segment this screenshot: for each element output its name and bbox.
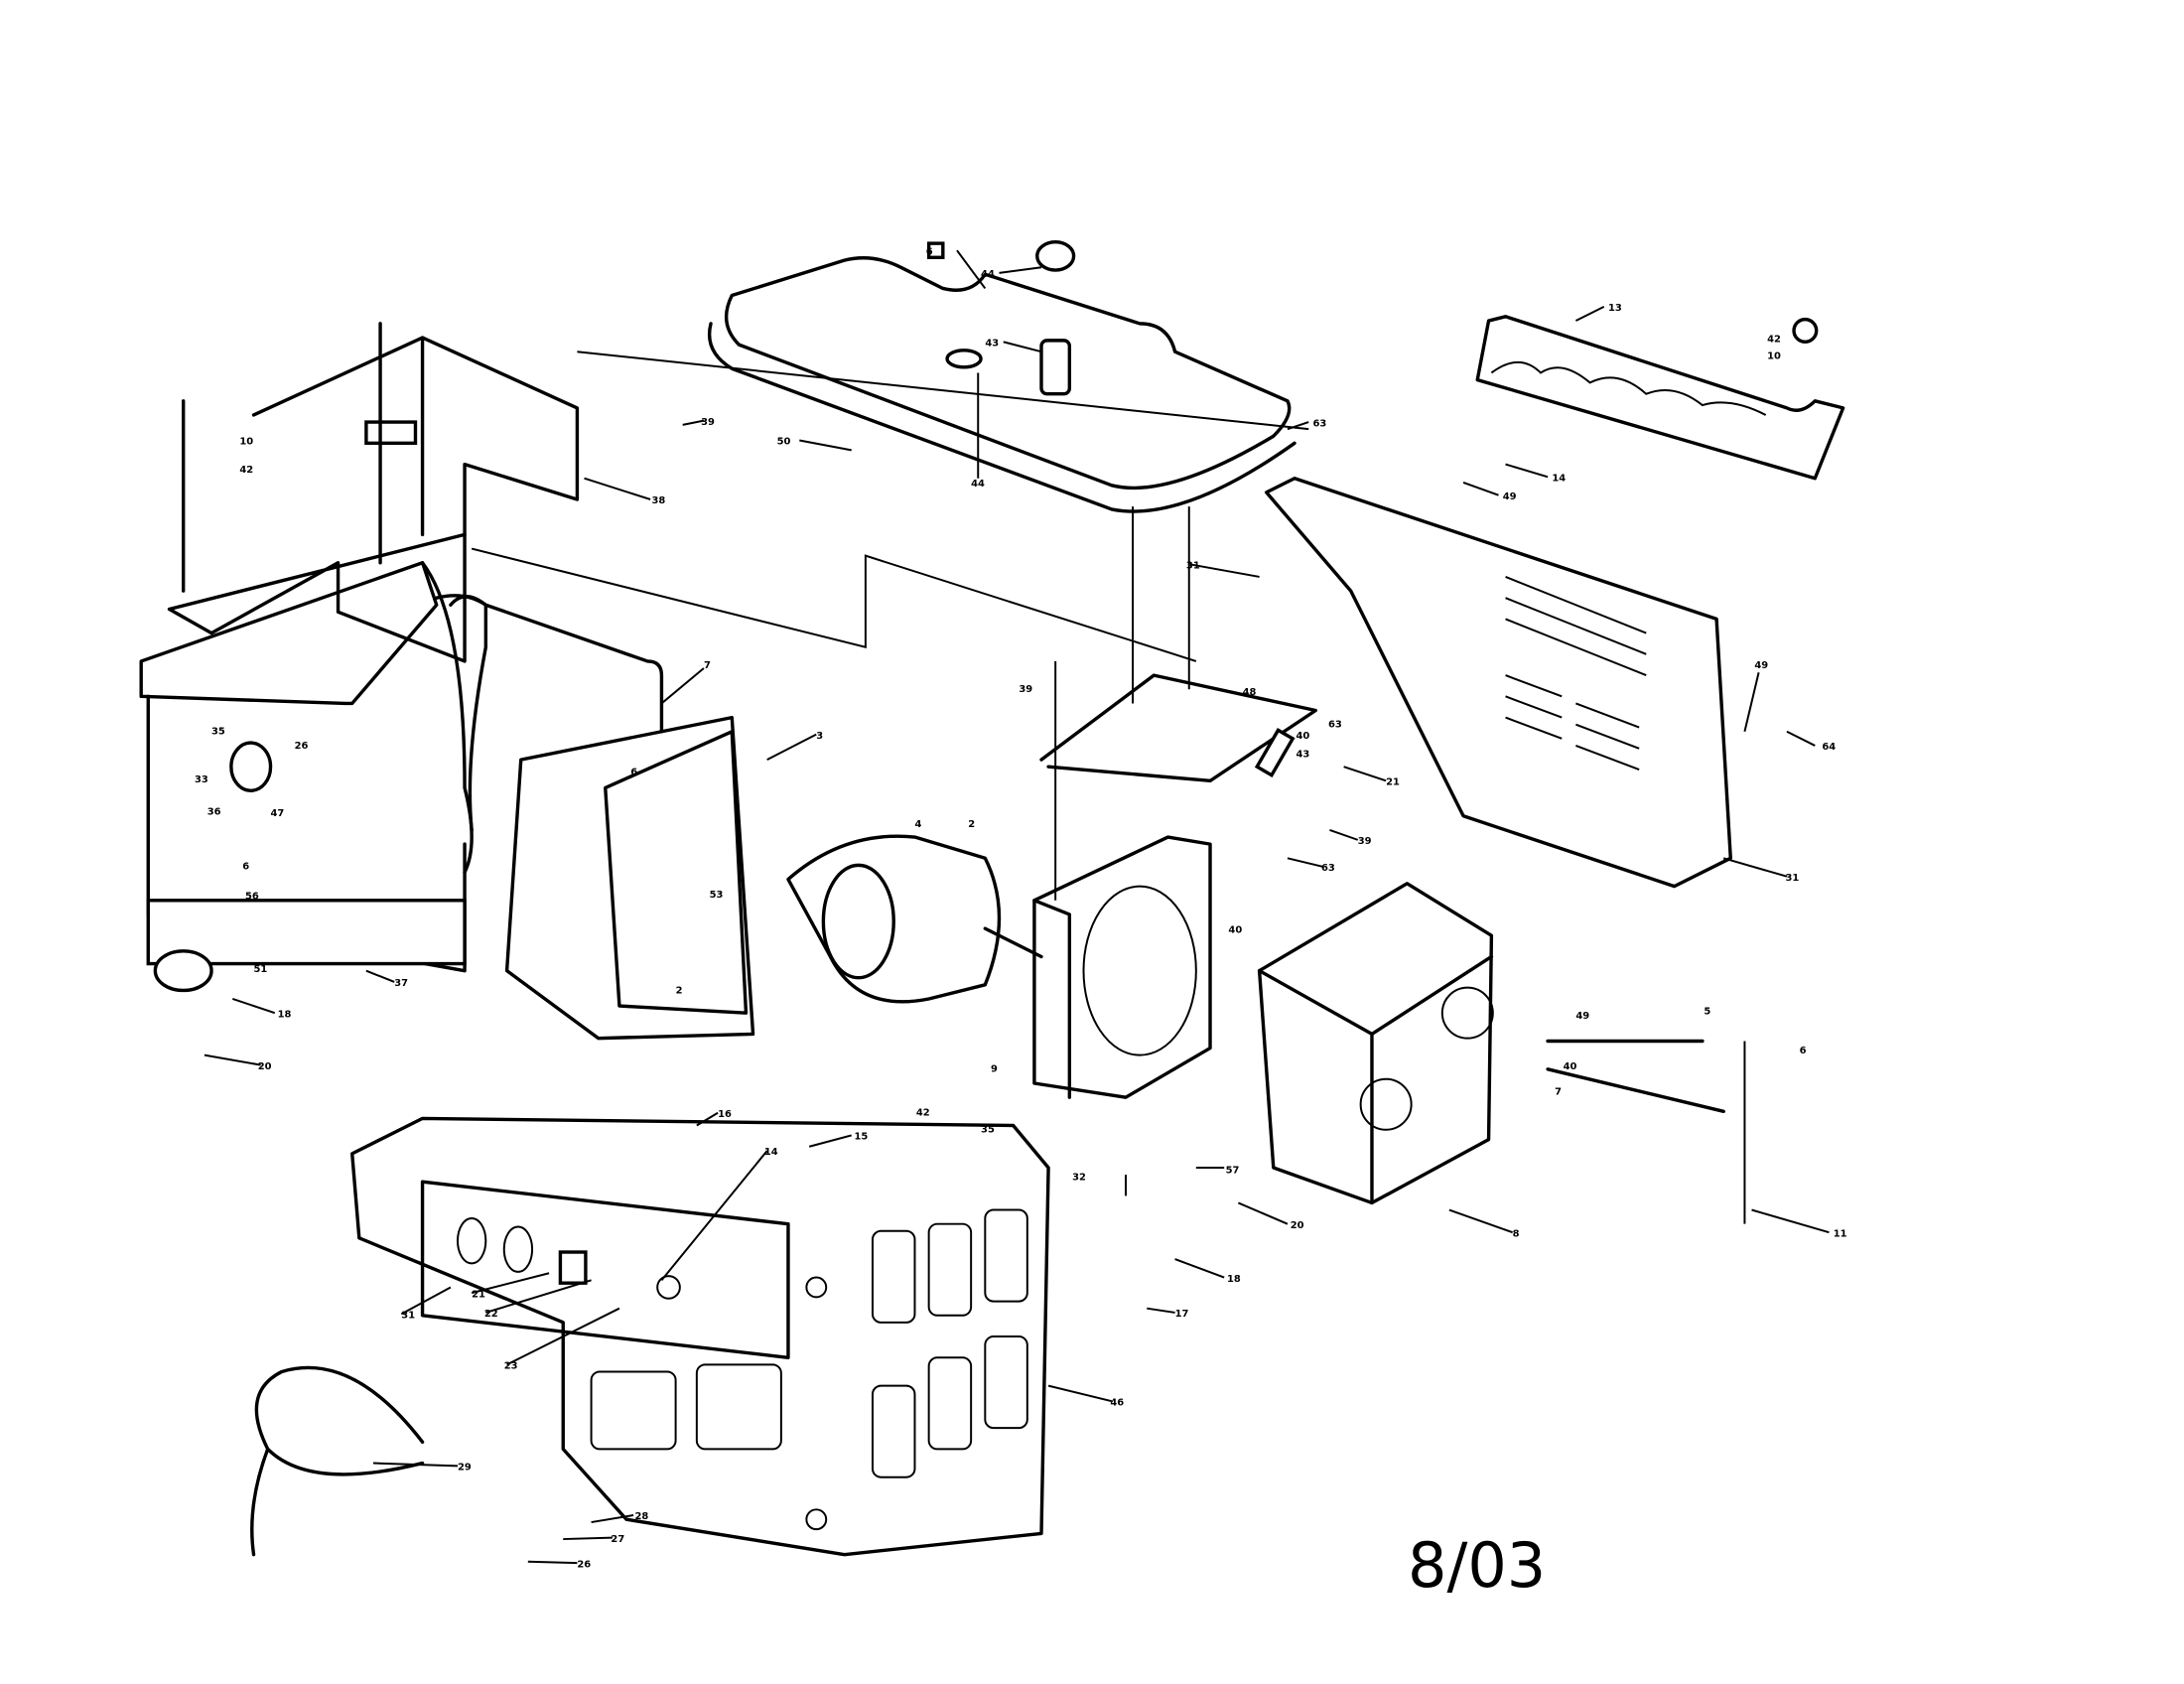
part-label: 5 xyxy=(1704,1007,1710,1018)
part-label: 43 xyxy=(1296,749,1309,760)
side-panel xyxy=(1254,477,1732,889)
part-label: 49 xyxy=(1754,660,1768,671)
part-label: 53 xyxy=(710,890,724,901)
part-label: 18 xyxy=(1227,1274,1241,1285)
part-label: 15 xyxy=(855,1132,869,1143)
part-label: 2 xyxy=(968,819,975,830)
part-label: 33 xyxy=(195,774,208,785)
part-label: 56 xyxy=(245,891,259,902)
part-label: 8 xyxy=(1513,1228,1520,1239)
part-label: 27 xyxy=(611,1534,624,1545)
leader-lines xyxy=(204,249,1830,1565)
part-label: 39 xyxy=(1358,836,1372,847)
part-label: 31 xyxy=(1786,873,1800,884)
tank-nut xyxy=(926,241,945,259)
part-label: 14 xyxy=(1552,474,1566,485)
part-label: 40 xyxy=(1228,924,1242,935)
part-label: 51 xyxy=(254,964,268,975)
part-label: 9 xyxy=(991,1064,998,1075)
part-label: 37 xyxy=(394,978,408,989)
part-label: 42 xyxy=(239,465,253,476)
part-label: 46 xyxy=(1110,1397,1124,1408)
part-label: 35 xyxy=(981,1125,995,1136)
part-label: 6 xyxy=(242,862,249,873)
part-label: 4 xyxy=(914,819,921,830)
part-label: 32 xyxy=(1072,1173,1086,1184)
stator xyxy=(1032,835,1212,1099)
part-label: 40 xyxy=(1564,1061,1577,1072)
part-label: 13 xyxy=(1608,303,1622,314)
part-label: 39 xyxy=(1019,684,1032,695)
part-label: 3 xyxy=(816,731,823,742)
part-label: 36 xyxy=(207,806,221,817)
part-label: 48 xyxy=(1243,687,1257,698)
vibration-mount xyxy=(153,949,213,993)
part-label: 40 xyxy=(1296,731,1309,742)
part-label: 38 xyxy=(652,495,666,506)
fan-housing xyxy=(449,595,755,1041)
part-label: 22 xyxy=(484,1309,498,1320)
part-label: 10 xyxy=(239,437,253,448)
fuel-tank xyxy=(707,240,1297,513)
part-label: 6 xyxy=(630,768,637,778)
part-label: 7 xyxy=(1555,1086,1562,1097)
control-panel-housing xyxy=(350,1116,1050,1557)
part-label: 57 xyxy=(1226,1166,1240,1177)
part-label: 14 xyxy=(764,1147,778,1158)
part-label: 17 xyxy=(1175,1309,1189,1320)
fuel-strainer xyxy=(1039,339,1072,396)
part-label: 21 xyxy=(472,1289,485,1300)
engine xyxy=(139,322,488,993)
revision-date: 8/03 xyxy=(1408,1529,1547,1602)
circuit-breaker xyxy=(558,1250,588,1285)
handle xyxy=(1475,315,1845,481)
rotor xyxy=(786,834,1043,1004)
part-label: 50 xyxy=(777,437,791,448)
part-label: 63 xyxy=(1328,720,1342,731)
part-label: 23 xyxy=(504,1361,518,1372)
part-label: 29 xyxy=(458,1463,472,1474)
part-label: 64 xyxy=(1822,742,1836,753)
part-label: 18 xyxy=(278,1009,292,1020)
part-label: 44 xyxy=(971,479,985,490)
part-label: 63 xyxy=(1312,418,1326,429)
fuel-cap xyxy=(1035,240,1076,272)
muffler-cover xyxy=(167,336,1309,663)
part-labels: 6 44 43 44 50 39 38 10 42 13 42 10 14 49… xyxy=(195,246,1847,1570)
part-label: 6 xyxy=(926,246,933,257)
part-label: 2 xyxy=(676,985,683,996)
part-label: 7 xyxy=(704,660,711,671)
fuel-gauge xyxy=(945,349,983,369)
part-label: 20 xyxy=(1291,1220,1304,1231)
part-label: 43 xyxy=(985,339,999,350)
end-cover xyxy=(1257,882,1746,1224)
part-label: 31 xyxy=(401,1311,415,1322)
part-label: 39 xyxy=(701,417,715,428)
part-label: 35 xyxy=(211,727,225,738)
power-cord xyxy=(250,1365,425,1557)
part-label: 42 xyxy=(1767,334,1781,345)
part-label: 63 xyxy=(1321,863,1335,874)
part-label: 21 xyxy=(1386,777,1400,788)
part-label: 6 xyxy=(1800,1046,1807,1056)
part-label: 42 xyxy=(916,1108,930,1119)
part-label: 28 xyxy=(635,1511,649,1522)
part-label: 10 xyxy=(1767,351,1781,361)
part-label: 26 xyxy=(295,741,309,752)
part-label: 49 xyxy=(1575,1011,1589,1022)
outlet xyxy=(502,1225,534,1273)
part-label: 44 xyxy=(981,269,995,280)
part-label: 11 xyxy=(1834,1228,1847,1239)
mounting-bracket xyxy=(1039,506,1317,901)
part-label: 26 xyxy=(577,1559,591,1570)
outlet xyxy=(456,1217,487,1265)
part-label: 31 xyxy=(1186,560,1200,571)
part-label: 49 xyxy=(1503,491,1517,502)
part-label: 16 xyxy=(718,1109,732,1120)
part-label: 20 xyxy=(258,1061,272,1072)
part-label: 47 xyxy=(271,808,285,819)
